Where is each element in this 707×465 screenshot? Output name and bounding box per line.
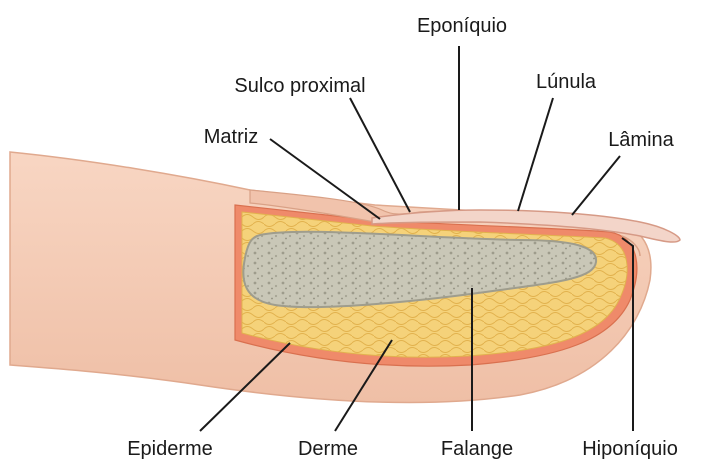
label-falange: Falange xyxy=(441,438,513,460)
label-eponiquio: Eponíquio xyxy=(417,15,507,37)
label-lunula: Lúnula xyxy=(536,71,597,93)
leader-lamina xyxy=(572,156,620,215)
label-derme: Derme xyxy=(298,438,358,460)
label-matriz: Matriz xyxy=(204,126,258,148)
label-hiponiquio: Hiponíquio xyxy=(582,438,678,460)
label-epiderme: Epiderme xyxy=(127,438,213,460)
label-lamina: Lâmina xyxy=(608,129,674,151)
label-sulco-proximal: Sulco proximal xyxy=(234,75,365,97)
leader-sulco-proximal xyxy=(350,98,410,212)
leader-lunula xyxy=(518,98,553,211)
